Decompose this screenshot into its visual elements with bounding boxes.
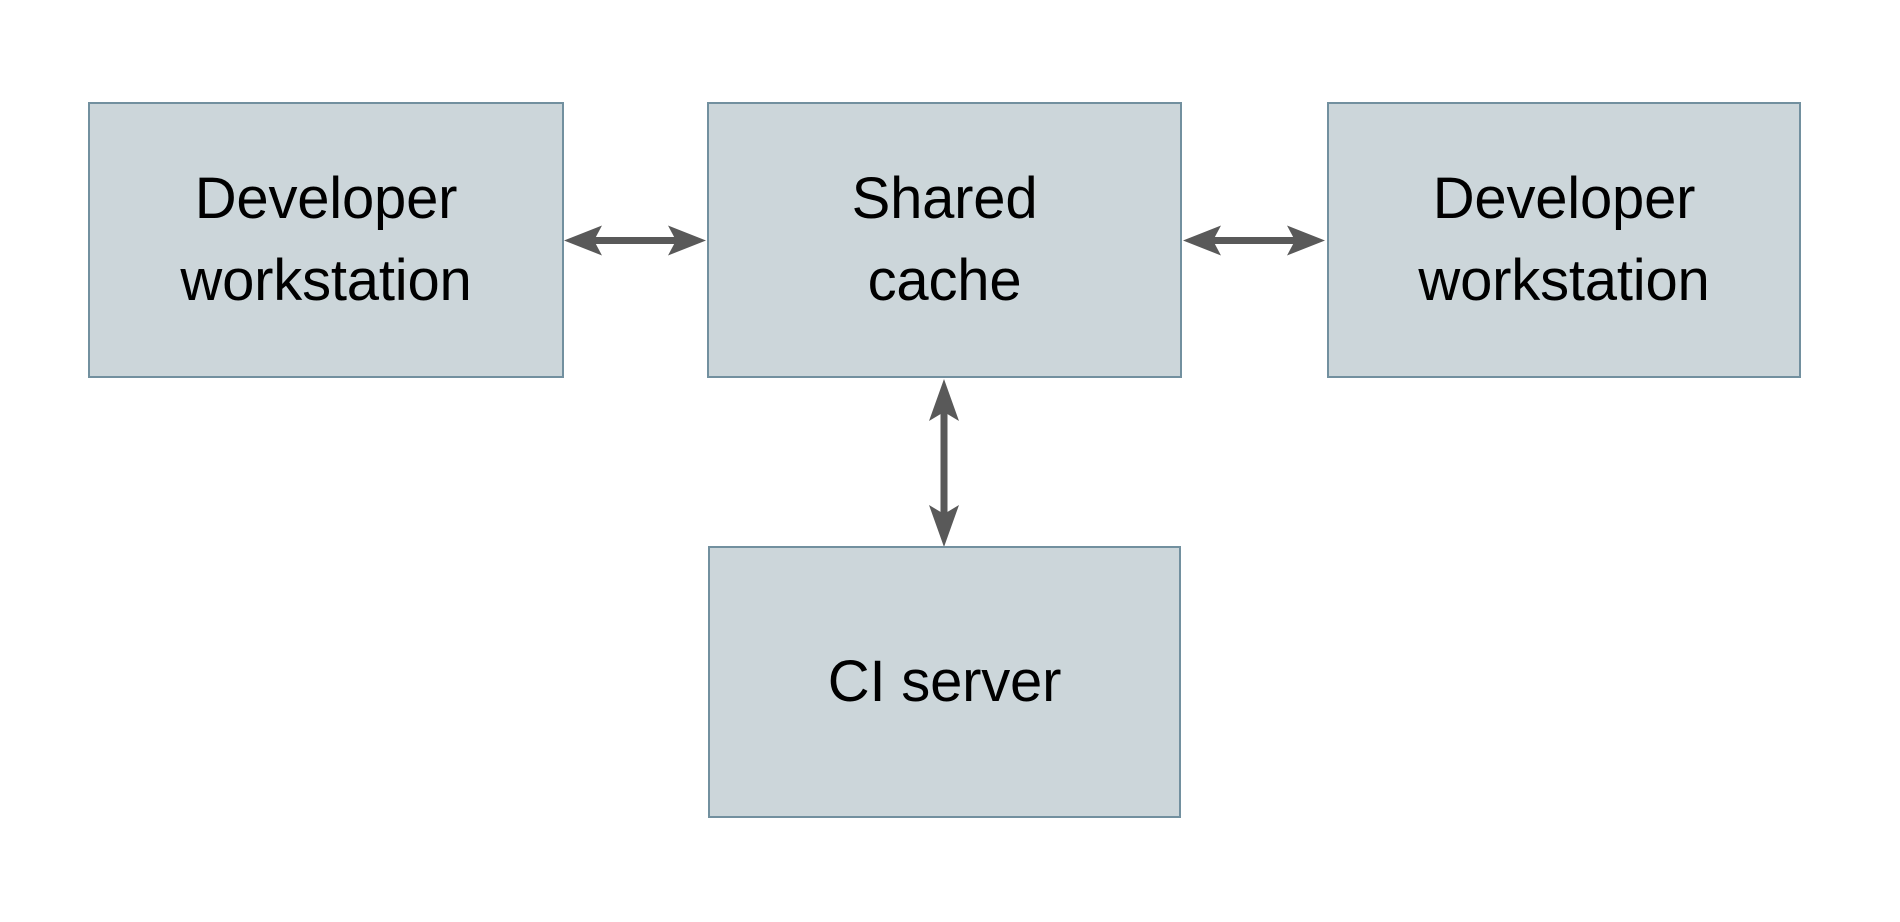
node-label-developer-workstation-right: Developer workstation (1418, 165, 1710, 313)
node-ci-server[interactable]: CI server (708, 546, 1181, 818)
node-developer-workstation-right[interactable]: Developer workstation (1327, 102, 1801, 378)
node-developer-workstation-left[interactable]: Developer workstation (88, 102, 564, 378)
node-label-shared-cache: Shared cache (851, 165, 1038, 313)
connector-developer-workstation-left-to-shared-cache (560, 218, 710, 264)
connector-shared-cache-to-ci-server (921, 377, 967, 549)
connector-shared-cache-to-developer-workstation-right (1179, 218, 1329, 264)
node-label-ci-server: CI server (827, 648, 1062, 714)
node-shared-cache[interactable]: Shared cache (707, 102, 1182, 378)
node-label-developer-workstation-left: Developer workstation (180, 165, 472, 313)
